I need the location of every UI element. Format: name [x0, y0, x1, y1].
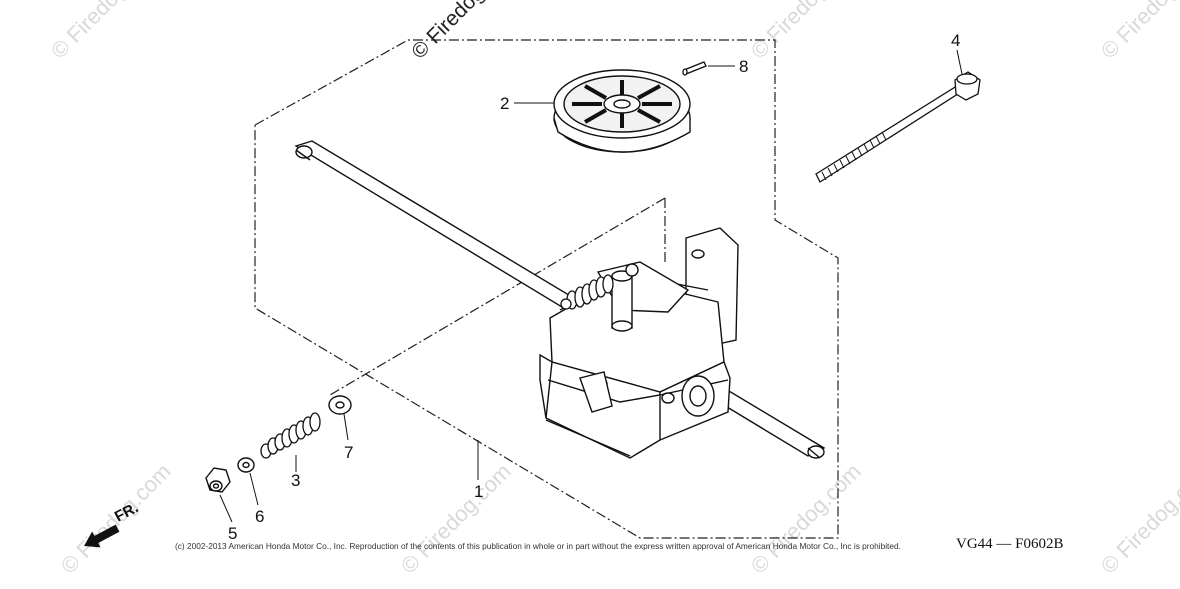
callout-4: 4: [951, 31, 960, 50]
watermark: © Firedog.com: [1096, 0, 1180, 64]
nut: [205, 467, 231, 493]
callout-1: 1: [474, 482, 483, 501]
spring: [260, 412, 321, 459]
model-code: VG44: [956, 536, 993, 552]
copyright-notice: (c) 2002-2013 American Honda Motor Co., …: [175, 541, 901, 551]
washer: [328, 395, 352, 415]
callouts: 1 2 3 4 5 6 7 8: [228, 31, 960, 543]
watermark: © Firedog.com: [407, 0, 521, 64]
callout-2: 2: [500, 94, 509, 113]
assembly-boundary: [254, 39, 839, 539]
pulley: [553, 69, 691, 153]
callout-6: 6: [255, 507, 264, 526]
small-washer: [237, 457, 255, 473]
gear-case: [539, 227, 739, 459]
callout-7: 7: [344, 443, 353, 462]
pin: [682, 61, 707, 76]
clutch-spring: [560, 274, 614, 310]
figure-number: F0602B: [1015, 536, 1064, 552]
watermark: © Firedog.com: [746, 459, 866, 579]
watermark: © Firedog.com: [746, 0, 866, 64]
code-separator: —: [996, 536, 1012, 552]
figure-code: VG44 — F0602B: [956, 536, 1064, 553]
arrow-icon: [84, 524, 120, 548]
callout-3: 3: [291, 471, 300, 490]
watermark: © Firedog.com: [396, 459, 516, 579]
watermark: © Firedog.com: [1096, 459, 1180, 579]
watermark: © Firedog.com: [46, 0, 166, 64]
callout-5: 5: [228, 524, 237, 543]
leader-lines: [219, 49, 963, 523]
long-bolt: [815, 71, 981, 183]
callout-8: 8: [739, 57, 748, 76]
